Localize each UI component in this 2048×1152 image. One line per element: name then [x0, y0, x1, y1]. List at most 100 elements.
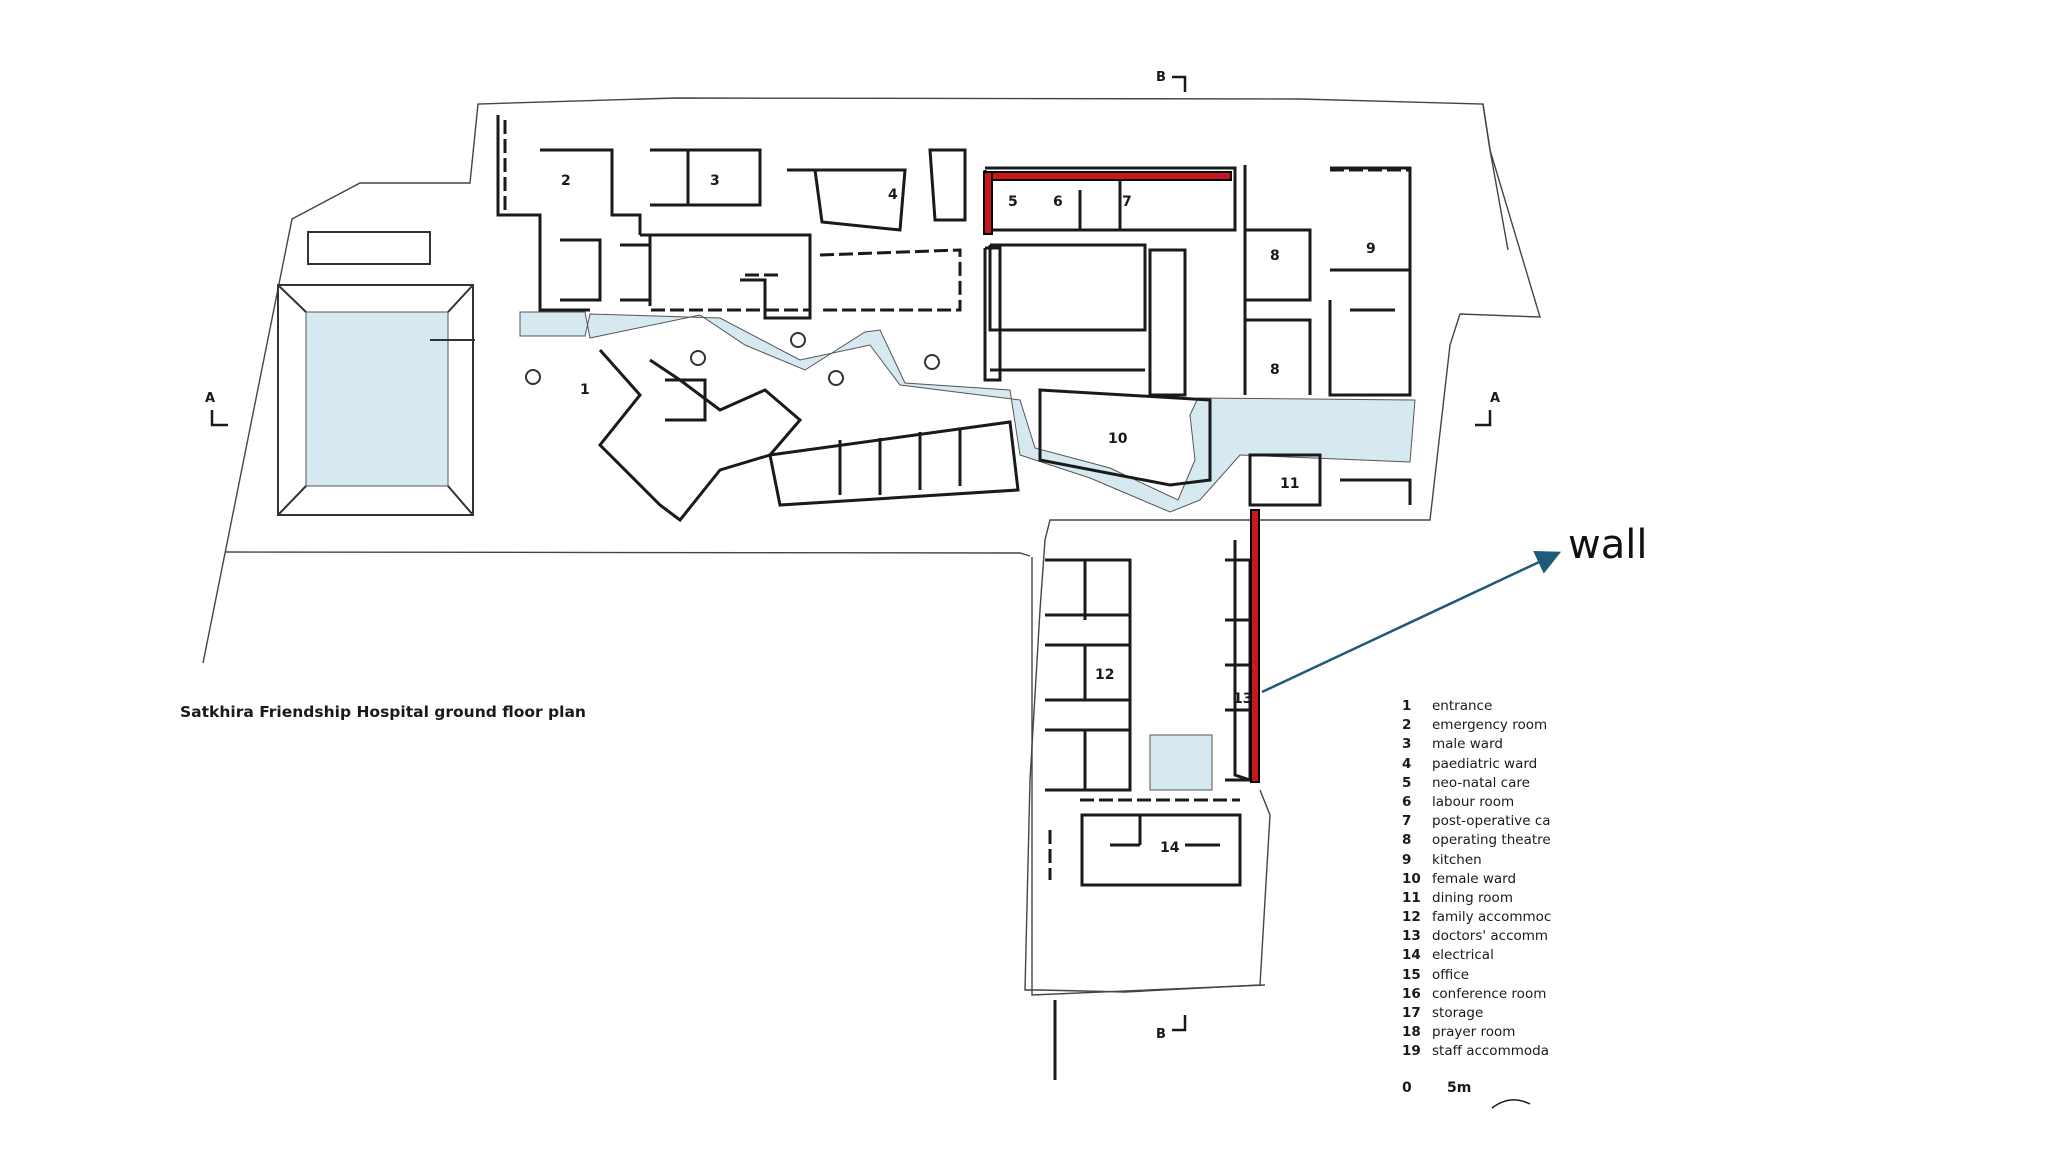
legend-number: 13 — [1402, 928, 1421, 945]
room-number: 8 — [1270, 248, 1280, 264]
legend-label: electrical — [1432, 947, 1494, 964]
legend-label: office — [1432, 966, 1470, 983]
room-number: 12 — [1095, 667, 1114, 683]
dashed-walls — [503, 120, 1410, 880]
legend-number: 17 — [1402, 1005, 1421, 1021]
highlight-wall-vertical — [1250, 509, 1260, 783]
legend-item: 9 kitchen — [1402, 851, 1552, 870]
highlight-wall-horizontal — [983, 171, 1232, 181]
legend-label: prayer room — [1432, 1024, 1516, 1041]
legend-number: 15 — [1402, 966, 1421, 983]
scale-zero-label: 0 — [1402, 1080, 1412, 1096]
legend-item: 17 storage — [1402, 1004, 1552, 1023]
legend-item: 3 male ward — [1402, 735, 1552, 754]
legend-number: 10 — [1402, 870, 1421, 887]
legend-number: 6 — [1402, 793, 1412, 810]
legend-number: 16 — [1402, 985, 1421, 1002]
legend-label: entrance — [1432, 698, 1493, 714]
room-number: 8 — [1270, 362, 1280, 378]
legend-item: 8 operating theatre — [1402, 831, 1552, 850]
legend-number: 5 — [1402, 774, 1412, 791]
legend-label: dining room — [1432, 889, 1513, 906]
pool-frame — [277, 231, 475, 516]
room-number: 4 — [888, 187, 898, 203]
legend-item: 10 female ward — [1402, 870, 1552, 889]
legend-label: male ward — [1432, 736, 1503, 753]
legend-item: 4 paediatric ward — [1402, 755, 1552, 774]
small-pool — [1149, 734, 1213, 791]
room-number: 6 — [1053, 194, 1063, 210]
legend-label: paediatric ward — [1432, 755, 1538, 772]
legend-label: family accommoc — [1432, 909, 1552, 926]
room-number: 7 — [1122, 194, 1132, 210]
legend-number: 14 — [1402, 947, 1421, 964]
water-features — [305, 311, 1416, 791]
legend-number: 12 — [1402, 909, 1421, 926]
legend-label: staff accommoda — [1432, 1043, 1549, 1060]
legend-label: labour room — [1432, 793, 1515, 810]
legend-item: 16 conference room — [1402, 985, 1552, 1004]
scale-bar: 0 5m — [1402, 1080, 1471, 1096]
legend-item: 14 electrical — [1402, 946, 1552, 965]
scale-five-label: 5m — [1447, 1080, 1472, 1096]
room-number: 9 — [1366, 241, 1376, 257]
legend-item: 12 family accommoc — [1402, 908, 1552, 927]
room-number: 10 — [1108, 431, 1128, 447]
room-number: 1 — [580, 382, 590, 398]
legend-label: operating theatre — [1432, 832, 1551, 849]
highlight-wall-corner — [983, 171, 993, 235]
room-number: 3 — [710, 173, 720, 189]
room-number: 13 — [1233, 691, 1252, 707]
legend-label: post-operative ca — [1432, 813, 1551, 830]
room-number: 11 — [1280, 476, 1299, 492]
room-legend: 1 entrance 2 emergency room 3 male ward 4 paedi… — [1402, 697, 1552, 1062]
legend-label: neo-natal care — [1432, 774, 1530, 791]
legend-label: conference room — [1432, 985, 1547, 1002]
legend-item: 18 prayer room — [1402, 1023, 1552, 1042]
section-mark-a-left: A — [205, 391, 215, 406]
legend-number: 1 — [1402, 698, 1412, 714]
section-marks — [210, 75, 1492, 1032]
legend-number: 11 — [1402, 889, 1421, 906]
legend-item: 2 emergency room — [1402, 716, 1552, 735]
pool — [305, 311, 449, 487]
legend-number: 18 — [1402, 1024, 1421, 1041]
wall-annotation-label: wall — [1568, 522, 1648, 568]
legend-label: kitchen — [1432, 851, 1482, 868]
legend-item: 1 entrance — [1402, 697, 1552, 716]
section-mark-b-bottom: B — [1156, 1027, 1166, 1042]
legend-number: 7 — [1402, 813, 1412, 830]
legend-item: 15 office — [1402, 966, 1552, 985]
legend-label: doctors' accomm — [1432, 928, 1549, 945]
building-walls — [496, 115, 1412, 1080]
legend-item: 13 doctors' accomm — [1402, 927, 1552, 946]
legend-label: emergency room — [1432, 717, 1548, 734]
legend-label: storage — [1432, 1005, 1484, 1021]
site-boundary — [202, 97, 1541, 996]
legend-item: 7 post-operative ca — [1402, 812, 1552, 831]
room-number: 2 — [561, 173, 571, 189]
room-number: 14 — [1160, 840, 1180, 856]
plan-title: Satkhira Friendship Hospital ground floo… — [180, 703, 586, 721]
scale-bar-arc — [1491, 1099, 1531, 1109]
legend-item: 11 dining room — [1402, 889, 1552, 908]
highlighted-walls — [983, 171, 1260, 783]
legend-item: 19 staff accommoda — [1402, 1042, 1552, 1061]
columns — [525, 332, 940, 386]
legend-number: 19 — [1402, 1043, 1421, 1060]
legend-label: female ward — [1432, 870, 1517, 887]
section-mark-a-right: A — [1490, 391, 1500, 406]
room-number: 5 — [1008, 194, 1018, 210]
room-numbers: 1 2 3 4 5 6 7 8 8 9 10 11 12 13 14 — [561, 173, 1376, 856]
section-mark-b-top: B — [1156, 70, 1166, 85]
legend-item: 6 labour room — [1402, 793, 1552, 812]
annotation-arrow — [1261, 551, 1562, 694]
legend-number: 3 — [1402, 736, 1412, 753]
legend-number: 8 — [1402, 832, 1412, 849]
legend-number: 2 — [1402, 717, 1412, 734]
water-channel — [519, 311, 1416, 513]
legend-number: 9 — [1402, 851, 1412, 868]
legend-number: 4 — [1402, 755, 1412, 772]
